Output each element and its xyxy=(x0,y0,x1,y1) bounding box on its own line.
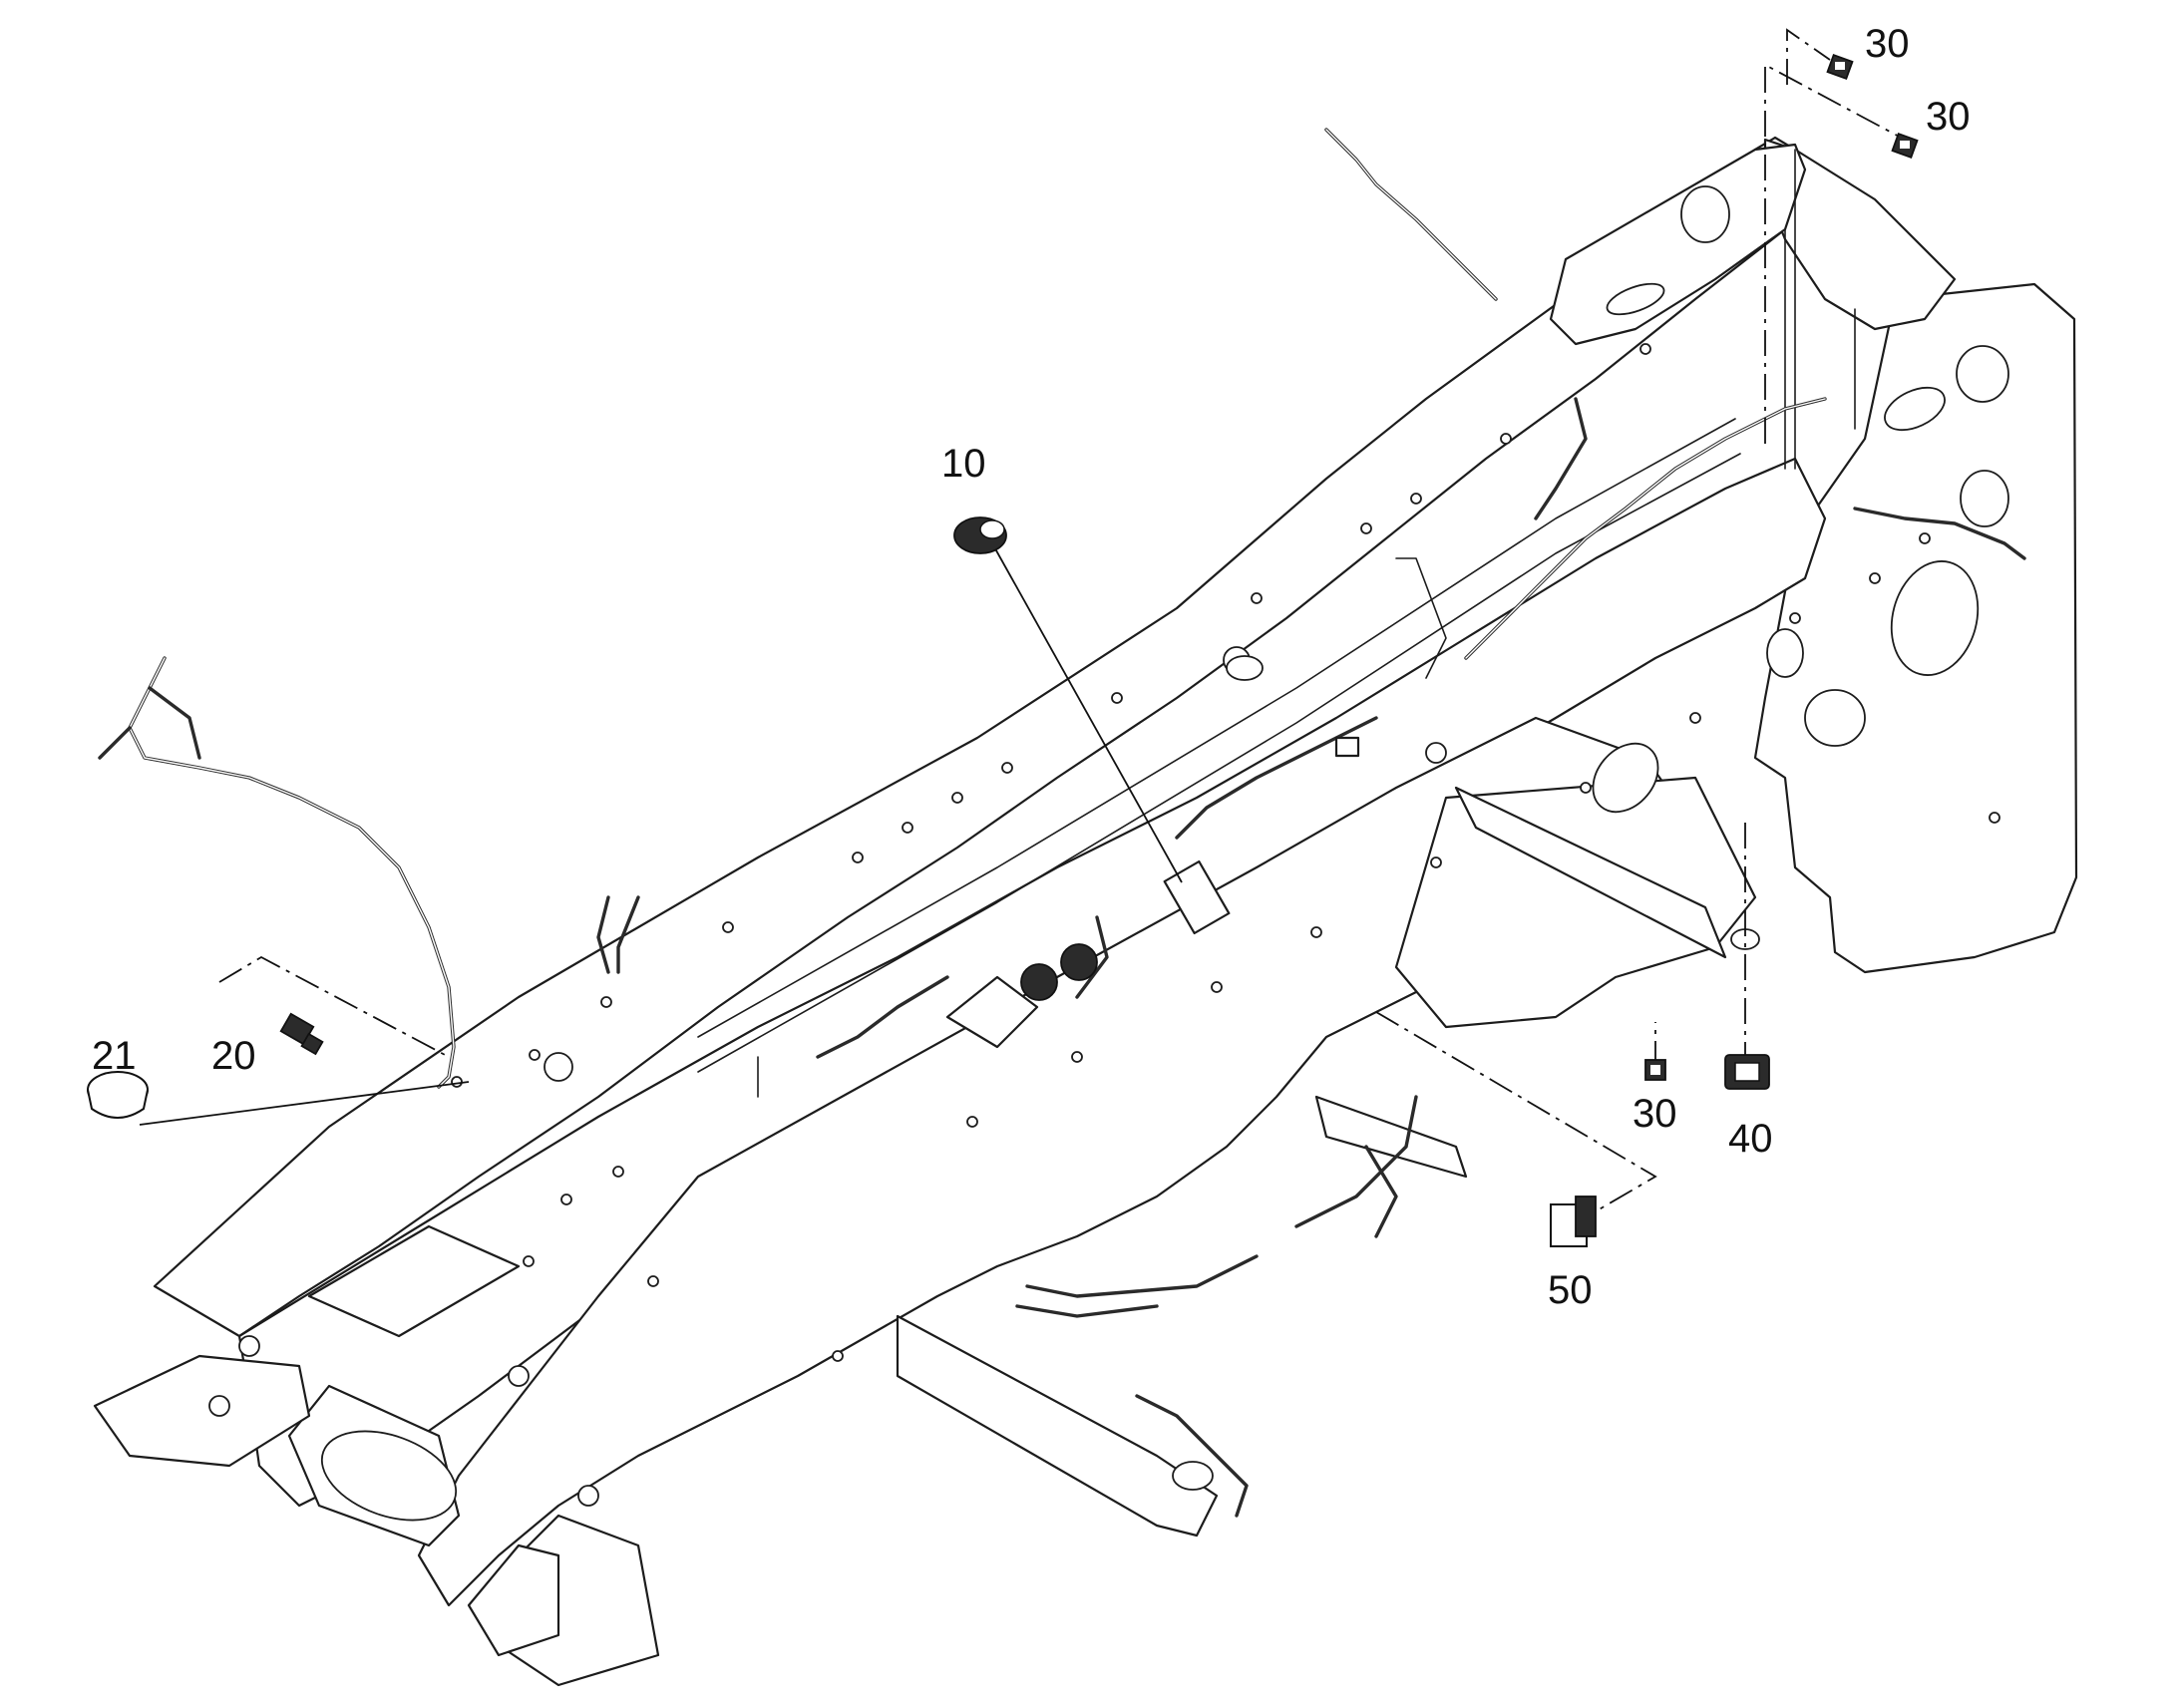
clip-icon-upper[interactable] xyxy=(1891,132,1919,160)
callout-30-upper: 30 xyxy=(1926,95,1971,139)
callout-20: 20 xyxy=(211,1034,256,1078)
clip-icon-lower[interactable] xyxy=(1644,1059,1666,1081)
dashline-20 xyxy=(218,955,450,1058)
leader-21 xyxy=(139,1081,470,1126)
grommet-icon[interactable] xyxy=(953,516,1007,554)
dashline-50 xyxy=(1375,1011,1657,1212)
leader-10 xyxy=(991,542,1183,883)
leader-lines xyxy=(139,28,1906,1212)
connector-icon[interactable] xyxy=(279,1012,324,1056)
switch-icon-50[interactable] xyxy=(1550,1196,1597,1247)
callout-50: 50 xyxy=(1548,1268,1593,1312)
wiring-harness xyxy=(98,128,2026,1518)
chassis-frame xyxy=(93,136,2078,1687)
clip-icon-top[interactable] xyxy=(1826,53,1854,81)
dashline-30-upper xyxy=(1764,63,1906,444)
callout-10: 10 xyxy=(941,442,986,486)
plug-icon[interactable] xyxy=(87,1071,149,1119)
callout-30-lower: 30 xyxy=(1633,1092,1677,1136)
callout-40: 40 xyxy=(1728,1117,1773,1161)
switch-icon-40[interactable] xyxy=(1724,1054,1770,1090)
dashline-30-top xyxy=(1786,28,1831,85)
callout-labels: 10 20 21 30 30 30 40 50 xyxy=(92,22,1971,1312)
callout-30-top: 30 xyxy=(1865,22,1910,66)
callout-21: 21 xyxy=(92,1034,137,1078)
